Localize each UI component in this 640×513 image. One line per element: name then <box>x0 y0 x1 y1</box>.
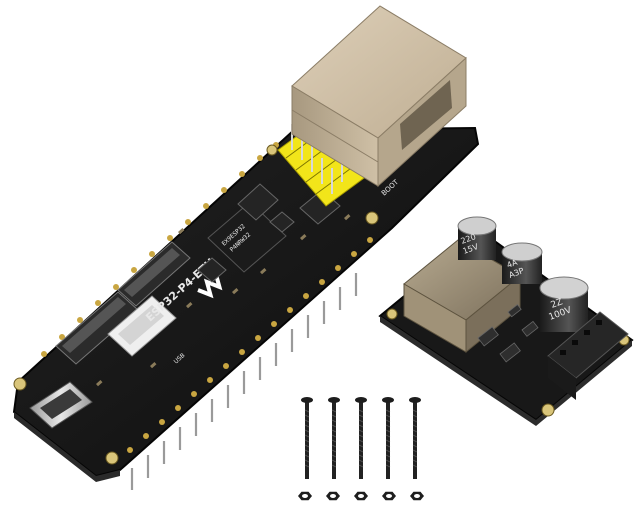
hex-nut <box>382 491 396 501</box>
rj45-jack <box>291 5 467 188</box>
esp32-p4-eth-board: ESP32-P4-ETH EX9ESP32 P4NRW32 BOOT <box>12 5 480 490</box>
hex-nut <box>410 491 424 501</box>
screw <box>382 397 394 479</box>
screw <box>328 397 340 479</box>
poe-socket-header <box>547 311 629 400</box>
jst-connector <box>107 295 177 357</box>
yellow-pin-header <box>277 121 365 207</box>
screw <box>355 397 367 479</box>
pcb-edge <box>14 412 120 482</box>
capacitor-2: 2Z 100V <box>539 276 589 332</box>
inductor: 4A A3P <box>501 242 543 284</box>
rj45-port <box>400 80 452 150</box>
esp32-soc-chip: EX9ESP32 P4NRW32 <box>207 201 287 273</box>
poe-module: 220 15V 4A A3P 2Z 100V <box>378 216 634 426</box>
top-edge-pads <box>41 142 279 357</box>
cap-label-3: 2Z <box>550 297 565 310</box>
usb-c-connector <box>29 381 93 429</box>
poe-mounting-holes <box>386 308 630 417</box>
screw <box>409 397 421 479</box>
nuts <box>298 491 424 501</box>
smd-components <box>96 213 351 387</box>
screw <box>301 397 313 479</box>
mounting-holes <box>13 144 379 465</box>
capacitor-1: 220 15V <box>457 216 497 260</box>
bottom-edge-pads <box>127 237 373 453</box>
inductor-label: 4A <box>506 258 519 270</box>
hex-nut <box>298 491 312 501</box>
waveshare-logo <box>197 273 223 299</box>
hex-nut <box>354 491 368 501</box>
fpc-connector-2 <box>117 241 191 307</box>
poe-pcb-edge <box>380 316 536 426</box>
bottom-pin-row <box>130 273 358 490</box>
screws <box>301 397 421 479</box>
hex-nut <box>326 491 340 501</box>
poe-smd-parts <box>477 304 539 363</box>
